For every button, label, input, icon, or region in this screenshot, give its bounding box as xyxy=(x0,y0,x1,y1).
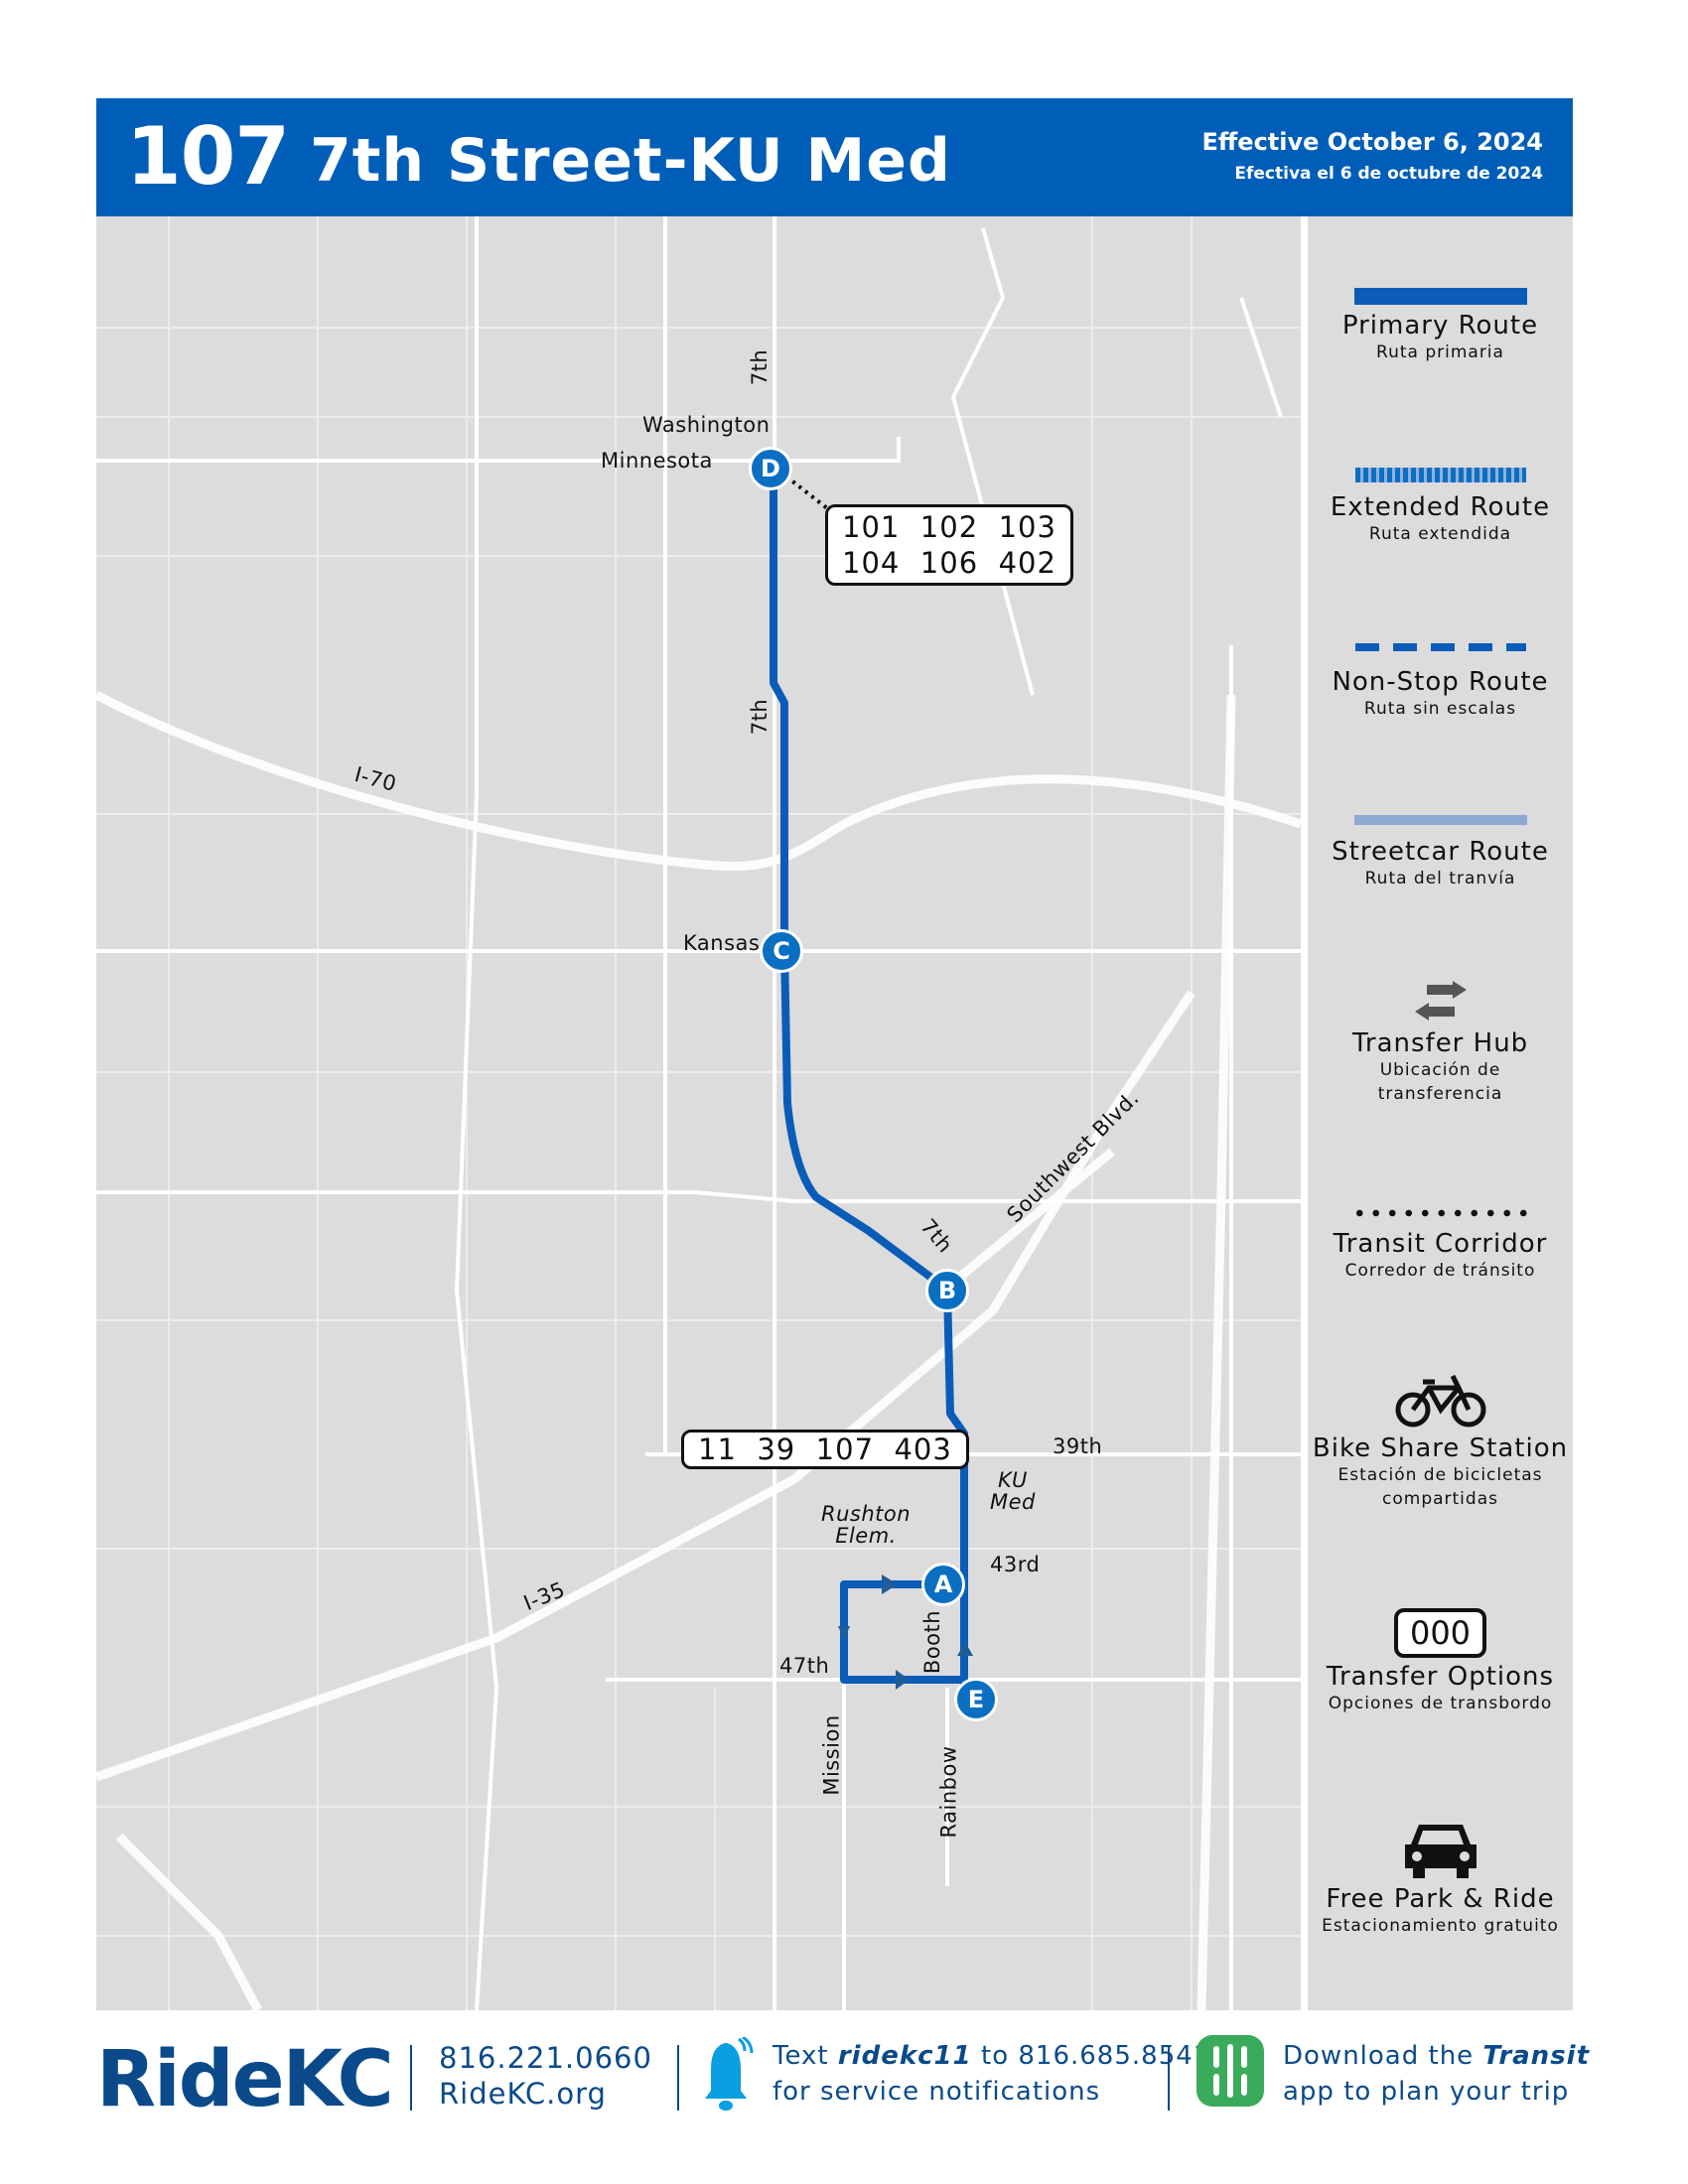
legend-title: Bike Share Station xyxy=(1312,1433,1569,1463)
legend-extended-route: Extended Route Ruta extendida xyxy=(1308,468,1573,546)
direction-arrow-icon xyxy=(882,1574,898,1594)
effective-date-es: Efectiva el 6 de octubre de 2024 xyxy=(1234,164,1543,184)
street-label: Kansas xyxy=(683,931,761,955)
stop-a[interactable]: A xyxy=(921,1563,965,1606)
route-map[interactable]: D C B A E 101 102 103 104 106 402 11 39 … xyxy=(96,216,1301,2010)
sms-instructions-line2: for service notifications xyxy=(773,2077,1101,2107)
legend-subtitle: Estación de bicicletas compartidas xyxy=(1337,1465,1543,1509)
primary-route-line-icon xyxy=(1353,288,1527,305)
street-label: 47th xyxy=(779,1654,830,1678)
route-name: 7th Street-KU Med xyxy=(310,126,951,196)
effective-date-en: Effective October 6, 2024 xyxy=(1201,128,1543,156)
legend-transfer-options: 000 Transfer Options Opciones de transbo… xyxy=(1308,1608,1573,1715)
legend-subtitle: Ruta sin escalas xyxy=(1363,699,1517,719)
street-label: 39th xyxy=(1053,1434,1103,1458)
legend-transfer-hub: Transfer Hub Ubicación de transferencia xyxy=(1308,981,1573,1106)
legend-panel: Primary Route Ruta primaria Extended Rou… xyxy=(1308,216,1573,2010)
street-label: Washington xyxy=(642,413,771,437)
footer: RideKC 816.221.0660 RideKC.org Text ride… xyxy=(0,2015,1688,2124)
transfer-arrows-icon xyxy=(1414,981,1467,1021)
car-icon xyxy=(1404,1825,1477,1878)
direction-arrow-icon xyxy=(896,1670,910,1690)
legend-subtitle: Ruta primaria xyxy=(1376,342,1504,362)
non-stop-route-line-icon xyxy=(1354,643,1526,651)
street-label: Mission xyxy=(819,1714,844,1796)
stop-e[interactable]: E xyxy=(954,1678,998,1721)
header-bar: 107 7th Street-KU Med Effective October … xyxy=(96,98,1573,216)
transit-corridor-dots xyxy=(784,475,829,510)
place-label: Rushton Elem. xyxy=(821,1502,912,1548)
app-download-line2: app to plan your trip xyxy=(1283,2077,1570,2107)
legend-non-stop-route: Non-Stop Route Ruta sin escalas xyxy=(1308,643,1573,721)
divider xyxy=(677,2045,679,2111)
transit-app-icon[interactable] xyxy=(1196,2035,1264,2107)
extended-route-line-icon xyxy=(1354,468,1526,482)
bicycle-icon xyxy=(1395,1374,1485,1428)
place-label: KU Med xyxy=(990,1468,1036,1514)
legend-title: Free Park & Ride xyxy=(1326,1884,1555,1914)
street-label: Rainbow xyxy=(936,1745,961,1839)
divider xyxy=(410,2045,412,2111)
legend-subtitle: Ruta extendida xyxy=(1368,524,1512,544)
legend-title: Non-Stop Route xyxy=(1332,667,1549,697)
legend-subtitle: Opciones de transbordo xyxy=(1328,1694,1553,1713)
map-divider xyxy=(1301,216,1308,2010)
street-label: Booth xyxy=(920,1609,945,1675)
legend-subtitle: Corredor de tránsito xyxy=(1344,1261,1536,1281)
transfer-options-box: 101 102 103 104 106 402 xyxy=(825,504,1073,586)
legend-title: Extended Route xyxy=(1330,492,1551,522)
sms-instructions: Text ridekc11 to 816.685.8541 xyxy=(773,2041,1211,2071)
street-label: 43rd xyxy=(990,1553,1041,1576)
legend-title: Transit Corridor xyxy=(1333,1229,1548,1259)
website-link[interactable]: RideKC.org xyxy=(439,2077,607,2111)
direction-arrow-icon xyxy=(838,1626,850,1640)
legend-subtitle: Ubicación de transferencia xyxy=(1377,1060,1503,1104)
transit-corridor-dots-icon xyxy=(1350,1209,1530,1217)
legend-park-ride: Free Park & Ride Estacionamiento gratuit… xyxy=(1308,1817,1573,1938)
app-download-text: Download the Transit xyxy=(1283,2041,1591,2071)
ridekc-logo: RideKC xyxy=(96,2035,394,2124)
legend-transit-corridor: Transit Corridor Corredor de tránsito xyxy=(1308,1209,1573,1283)
street-label: 7th xyxy=(748,698,773,736)
phone-number[interactable]: 816.221.0660 xyxy=(439,2041,652,2075)
direction-arrow-icon xyxy=(957,1642,973,1656)
stop-d[interactable]: D xyxy=(749,447,792,490)
street-label: 7th xyxy=(748,348,773,386)
map-roads xyxy=(96,216,1301,2010)
legend-title: Primary Route xyxy=(1341,311,1539,341)
legend-subtitle: Estacionamiento gratuito xyxy=(1322,1916,1559,1936)
streetcar-route-line-icon xyxy=(1353,815,1527,825)
legend-streetcar-route: Streetcar Route Ruta del tranvía xyxy=(1308,815,1573,890)
divider xyxy=(1168,2045,1170,2111)
legend-primary-route: Primary Route Ruta primaria xyxy=(1308,288,1573,364)
legend-bike-share: Bike Share Station Estación de bicicleta… xyxy=(1308,1370,1573,1511)
transfer-box-icon: 000 xyxy=(1393,1608,1487,1658)
legend-subtitle: Ruta del tranvía xyxy=(1364,869,1516,888)
legend-title: Transfer Hub xyxy=(1351,1028,1529,1058)
stop-c[interactable]: C xyxy=(760,929,803,973)
bell-icon xyxy=(705,2037,754,2111)
legend-title: Streetcar Route xyxy=(1332,837,1549,867)
street-label: Minnesota xyxy=(601,449,713,473)
stop-b[interactable]: B xyxy=(925,1269,969,1312)
legend-title: Transfer Options xyxy=(1326,1662,1555,1692)
transfer-options-box: 11 39 107 403 xyxy=(681,1430,969,1469)
route-number: 107 xyxy=(126,110,290,203)
